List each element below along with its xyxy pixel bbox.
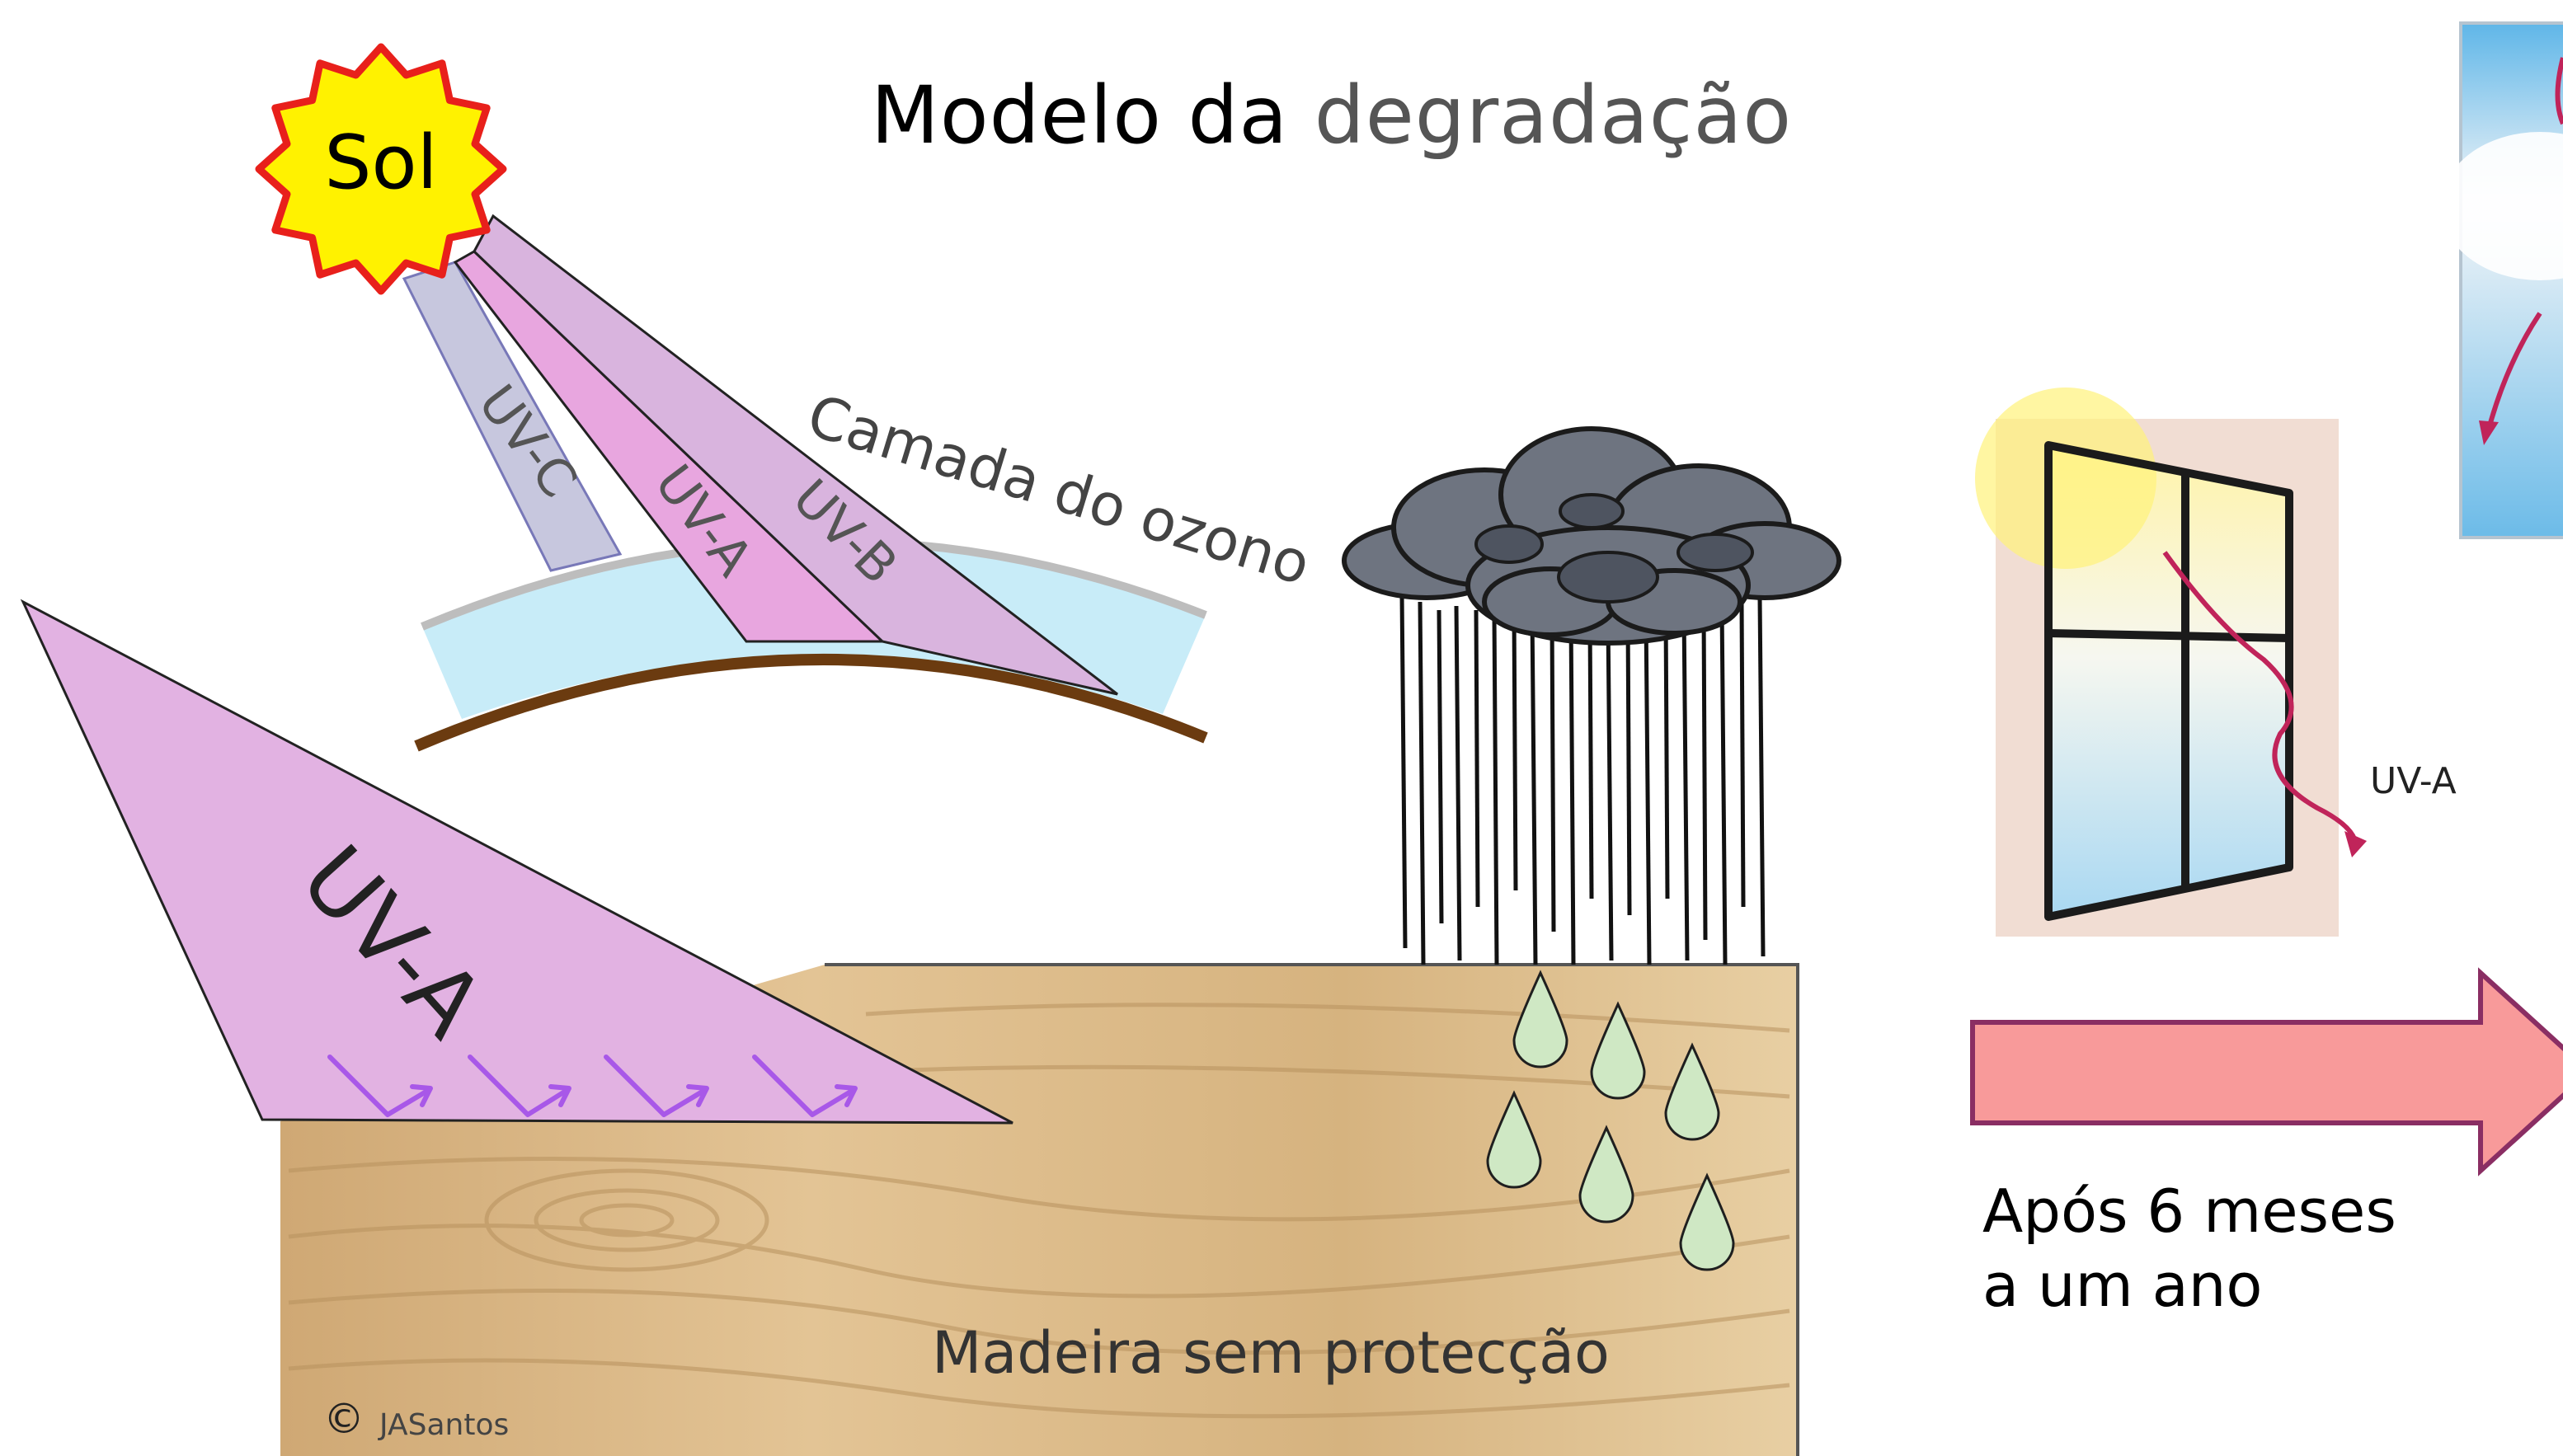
arrow-caption-line2: a um ano — [1982, 1251, 2262, 1320]
reflection-arrows — [327, 1054, 858, 1117]
rain-streaks — [1399, 593, 1766, 965]
wood-label: Madeira sem protecção — [932, 1319, 1610, 1387]
time-arrow — [1970, 967, 2563, 1177]
credit-author: JASantos — [378, 1408, 509, 1442]
page-title: Modelo da degradação — [871, 76, 1792, 155]
title-part2: degradação — [1314, 69, 1793, 162]
uva-ground-triangle — [20, 599, 1013, 1125]
rain-cloud — [1342, 426, 1841, 965]
sun: Sol — [255, 43, 507, 295]
water-drops — [1486, 970, 1735, 1271]
arrow-caption-line1: Após 6 meses — [1982, 1177, 2396, 1246]
sun-shape — [255, 43, 507, 295]
sky-panel — [2441, 21, 2563, 539]
earth-surface — [414, 654, 1208, 752]
window-panel: UV-A — [1975, 387, 2457, 937]
copyright-icon: © — [323, 1395, 364, 1443]
title-part1: Modelo da — [871, 69, 1289, 162]
window-uva-label: UV-A — [2370, 760, 2457, 802]
sun-label: Sol — [324, 120, 437, 206]
